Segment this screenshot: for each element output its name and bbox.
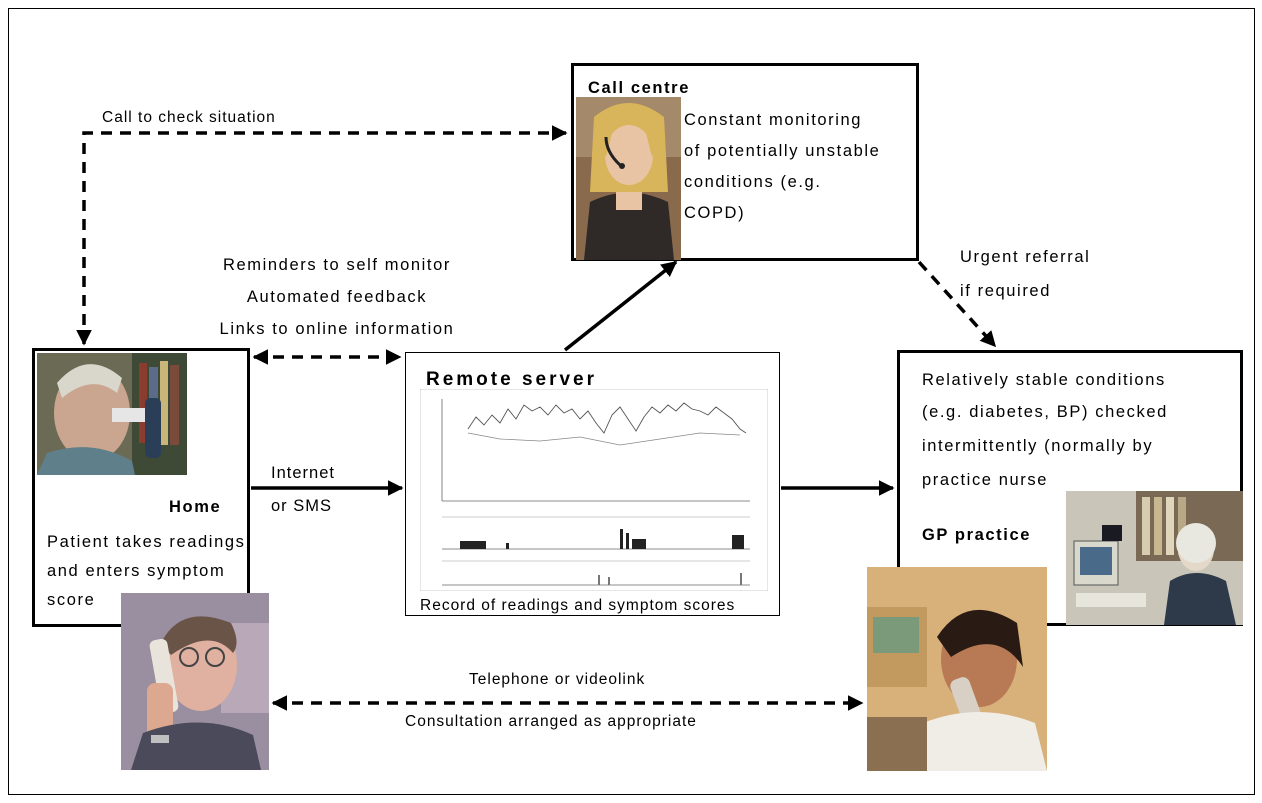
home-telephone-photo <box>121 593 269 770</box>
call-centre-desc-line-3: conditions (e.g. <box>684 173 822 191</box>
gp-nurse-computer-photo <box>1066 491 1243 625</box>
gp-desc-line-4: practice nurse <box>922 471 1049 489</box>
label-consultation: Consultation arranged as appropriate <box>405 713 697 730</box>
gp-practice-box: Relatively stable conditions (e.g. diabe… <box>897 350 1243 626</box>
call-centre-desc-line-1: Constant monitoring <box>684 111 863 129</box>
label-internet-line-1: Internet <box>271 464 335 482</box>
label-urgent-line-1: Urgent referral <box>960 248 1091 266</box>
label-internet-line-2: or SMS <box>271 497 333 515</box>
remote-server-chart <box>419 388 769 592</box>
home-patient-inhaler-photo <box>37 353 187 475</box>
home-title: Home <box>169 498 222 516</box>
call-centre-box: Call centre Constant monitoring of poten… <box>571 63 919 261</box>
gp-desc-line-2: (e.g. diabetes, BP) checked <box>922 403 1168 421</box>
label-urgent-line-2: if required <box>960 282 1051 300</box>
label-reminders-line-1: Reminders to self monitor <box>223 256 451 274</box>
call-centre-desc-line-2: of potentially unstable <box>684 142 881 160</box>
call-centre-photo <box>576 97 681 260</box>
home-desc-line-2: and enters symptom <box>47 562 226 580</box>
remote-server-caption: Record of readings and symptom scores <box>420 597 736 614</box>
label-reminders-line-3: Links to online information <box>219 320 455 338</box>
home-desc-line-1: Patient takes readings <box>47 533 246 551</box>
gp-receptionist-photo <box>867 567 1047 771</box>
home-box: Home Patient takes readings and enters s… <box>32 348 250 627</box>
remote-server-title: Remote server <box>426 369 598 390</box>
call-centre-title: Call centre <box>588 79 690 97</box>
label-reminders-line-2: Automated feedback <box>246 288 428 306</box>
gp-title: GP practice <box>922 526 1032 544</box>
home-desc-line-3: score <box>47 591 96 609</box>
gp-desc-line-1: Relatively stable conditions <box>922 371 1166 389</box>
remote-server-box: Remote server Record of readings and sym… <box>405 352 780 616</box>
diagram-frame <box>8 8 1255 795</box>
gp-desc-line-3: intermittently (normally by <box>922 437 1154 455</box>
call-centre-desc-line-4: COPD) <box>684 204 746 222</box>
label-telephone: Telephone or videolink <box>469 671 646 688</box>
label-call-check: Call to check situation <box>102 109 276 126</box>
